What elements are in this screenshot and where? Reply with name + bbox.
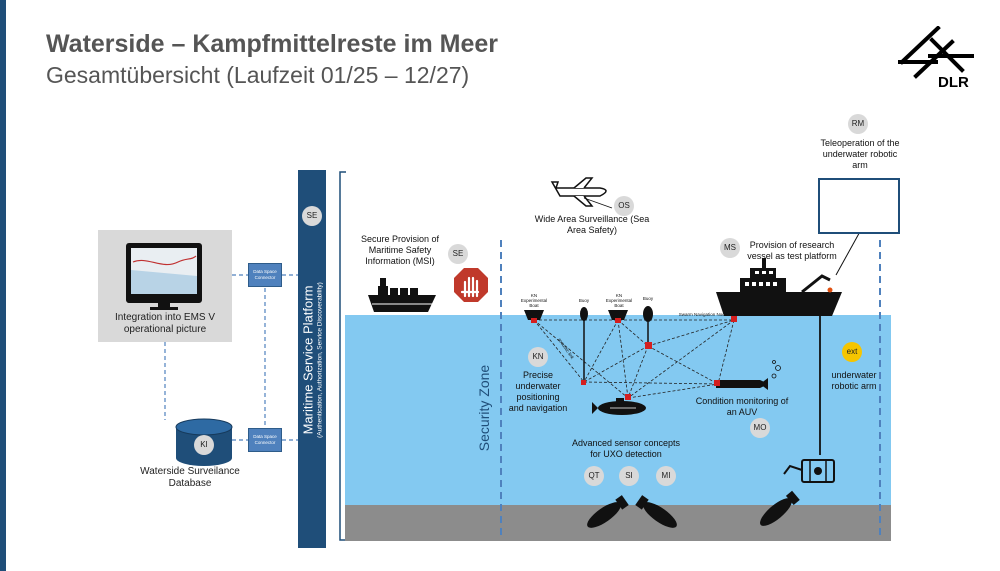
database-caption: Waterside Surveilance Database [140,466,240,489]
ki-badge: KI [194,435,214,455]
data-space-connector-bottom: Data Space Connector [248,428,282,452]
stop-hand-icon [454,268,488,302]
container-ship-icon [368,278,436,312]
rm-badge: RM [848,114,868,134]
boat2-label: KN Experimental Boat [605,293,633,308]
swarm-label: Swarm Navigation Node [678,312,728,317]
platform-subtitle: (Authentication, Authorization, Service … [316,282,324,438]
left-accent-bar [0,0,6,571]
maritime-service-platform-bar [298,170,326,548]
sensor-label: Advanced sensor concepts for UXO detecti… [571,438,681,459]
research-vessel-icon [716,258,842,316]
mo-badge: MO [750,418,770,438]
mi-badge: MI [656,466,676,486]
msi-label: Secure Provision of Maritime Safety Info… [360,234,440,266]
platform-title: Maritime Service Platform [300,285,316,435]
page-title: Waterside – Kampfmittelreste im Meer [46,30,499,58]
dlr-logo-icon [898,26,974,79]
ext-badge: ext [842,342,862,362]
kn-label: Precise underwater positioning and navig… [508,370,568,413]
rm-label: Teleoperation of the underwater robotic … [820,138,900,170]
ms-label: Provision of research vessel as test pla… [747,240,837,261]
qt-badge: QT [584,466,604,486]
airplane-icon [550,177,607,207]
security-zone-label: Security Zone [476,364,492,452]
si-badge: SI [619,466,639,486]
os-badge: OS [614,196,634,216]
data-space-connector-top: Data Space Connector [248,263,282,287]
seabed [345,505,891,541]
ems-caption: Integration into EMS V operational pictu… [114,312,216,335]
boat1-label: KN Experimental Boat [520,293,548,308]
buoy1-label: Buoy [578,298,590,303]
wide-area-label: Wide Area Surveillance (Sea Area Safety) [534,214,650,235]
robotic-arm-label: underwater robotic arm [831,370,877,391]
se-badge-platform: SE [302,206,322,226]
auv-label: Condition monitoring of an AUV [695,396,789,417]
dlr-logo-text: DLR [938,74,969,91]
platform-label: Maritime Service Platform (Authenticatio… [301,180,324,540]
ms-badge: MS [720,238,740,258]
sea-area [345,315,891,505]
buoy2-label: Buoy [642,296,654,301]
se-badge-msi: SE [448,244,468,264]
kn-badge: KN [528,347,548,367]
page-subtitle: Gesamtübersicht (Laufzeit 01/25 – 12/27) [46,62,470,88]
teleoperation-frame [818,178,900,234]
